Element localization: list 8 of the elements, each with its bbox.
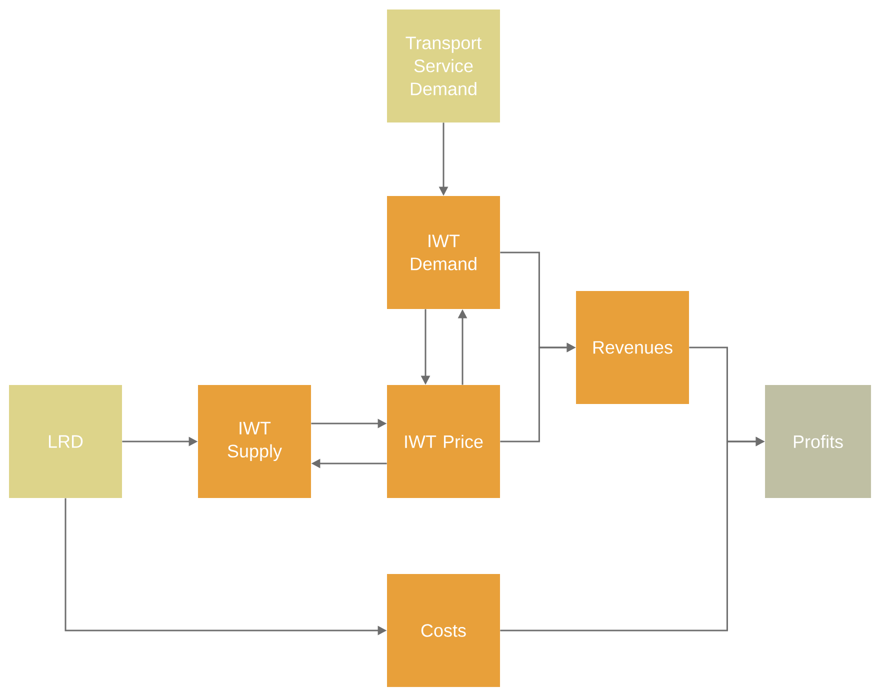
process-box: Transport Service Demand bbox=[387, 10, 500, 122]
process-box: IWT Supply bbox=[198, 385, 311, 498]
process-box: IWT Demand bbox=[387, 196, 500, 309]
process-box: Profits bbox=[765, 385, 872, 498]
process-box: LRD bbox=[9, 385, 122, 498]
process-box: Revenues bbox=[576, 291, 689, 404]
process-box: Costs bbox=[387, 574, 500, 687]
process-box: IWT Price bbox=[387, 385, 500, 498]
